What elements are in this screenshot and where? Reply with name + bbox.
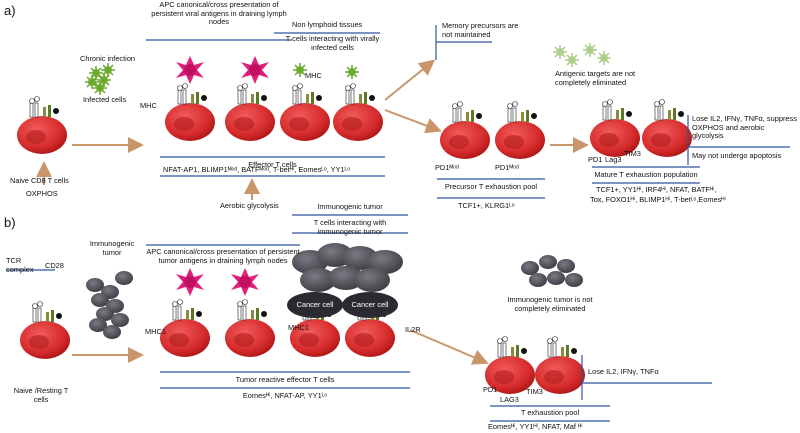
pd1-b-label: PD1 <box>483 385 498 394</box>
tumor-not-eliminated <box>521 255 583 287</box>
antigenic-label: Antigenic targets are not completely eli… <box>555 69 636 87</box>
tim3-b-label: TIM3 <box>526 387 543 396</box>
effector-title-a: Effector T cells <box>248 160 297 169</box>
tim3-mature: TIM3 <box>624 149 641 158</box>
apoptosis-label: May not undergo apoptosis <box>692 151 782 160</box>
naive-resting-cell <box>19 301 71 360</box>
mature-factors-1: TCF1+, YY1ᴴⁱ, IRF4ᴴⁱ, NFAT, BATFᴴⁱ, <box>596 185 717 194</box>
precursor-factors: TCF1+, KLRG1ᴸᵒ <box>458 201 515 210</box>
immunogenic-small-label: Immunogenic tumor <box>89 239 135 257</box>
infected-cells-label: Infected cells <box>83 95 127 104</box>
cancer-cell-1: Cancer cell <box>296 300 334 309</box>
exhaustion-title: T exhaustion pool <box>520 408 580 417</box>
not-eliminated-label: Immunogenic tumor is not completely elim… <box>507 295 593 313</box>
lose-label-b: Lose IL2, IFNγ, TNFα <box>588 367 659 376</box>
interacting-label: T cells interacting with immunogenic tum… <box>313 218 387 236</box>
immunogenic-top-label: Immunogenic tumor <box>317 202 383 211</box>
mhc-left: MHC <box>140 101 157 110</box>
naive-resting-label: Naive /Resting T cells <box>13 386 69 404</box>
cd28-label: CD28 <box>45 261 64 270</box>
mhc1-label: MHC1 <box>145 327 166 336</box>
lag3-mature: Lag3 <box>605 155 622 164</box>
pd1-b: PD1ᴹᵒᵈ <box>495 163 519 172</box>
il2r-label: IL2R <box>405 325 421 334</box>
naive-cd8-label: Naive CD8 T cells <box>10 176 69 185</box>
effector-factors-a: NFAT-AP1, BLIMP1ᴹᵒᵈ, BATFᴹᵒᵈ, T-betᴴⁱ, E… <box>163 165 351 174</box>
chronic-infection-label: Chronic infection <box>80 54 136 63</box>
mature-title: Mature T exhaustion population <box>594 170 698 179</box>
mhc1-label-b: MHC1 <box>288 323 309 332</box>
exhaustion-factors: Eomesᴴⁱ, YY1ᴴⁱ, NFAT, Maf ᴴⁱ <box>488 422 583 431</box>
immunogenic-tumor-small <box>86 271 133 339</box>
panel-a-label: a) <box>4 3 16 18</box>
aerobic-label: Aerobic glycolysis <box>220 201 279 210</box>
mhc-right: MHC <box>305 71 322 80</box>
immunogenic-tumor-large <box>292 243 403 292</box>
mature-factors-2: Tox, FOXO1ᴴⁱ, BLIMP1ᴴⁱ, T-betᴸᵒ,Eomesᴴⁱ <box>590 195 726 204</box>
pd1-mature: PD1 <box>588 155 603 164</box>
pd1-a: PD1ᴹᵒᵈ <box>435 163 459 172</box>
effector-title-b: Tumor reactive effector T cells <box>235 375 335 384</box>
non-lymphoid-sub: T cells interacting with virally infecte… <box>285 34 380 52</box>
oxphos-label: OXPHOS <box>26 189 58 198</box>
apc-title-a: APC canonical/cross presentation of pers… <box>151 0 287 27</box>
memory-label: Memory precursors are not maintained <box>442 21 519 39</box>
non-lymphoid-title: Non lymphoid tissues <box>292 20 363 29</box>
lose-text-a: Lose IL2, IFNγ, TNFα, suppress OXPHOS an… <box>692 114 797 141</box>
cancer-cell-2: Cancer cell <box>351 300 389 309</box>
tcr-label: TCR complex <box>6 256 34 274</box>
effector-factors-b: Eomesᴴⁱ, NFAT-AP, YY1ᴸᵒ <box>242 391 328 400</box>
panel-b-label: b) <box>4 215 16 230</box>
lag3-b-label: LAG3 <box>500 395 519 404</box>
apc-title-b: APC canonical/cross presentation of pers… <box>146 247 300 265</box>
precursor-title: Precursor T exhaustion pool <box>444 182 538 191</box>
naive-cd8-cell <box>16 96 68 155</box>
